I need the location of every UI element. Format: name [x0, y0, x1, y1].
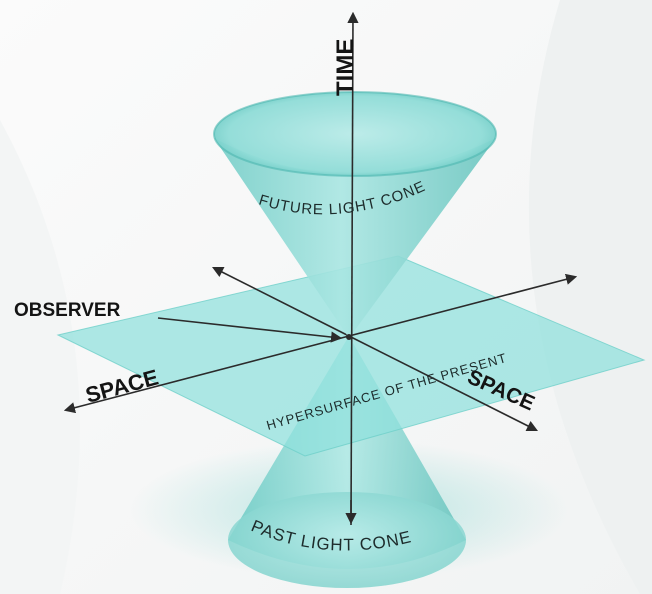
future-cone-body: [214, 138, 496, 338]
time-axis: [347, 11, 359, 526]
future-cone-rim-edge: [213, 91, 497, 177]
observer-pointer: [157, 317, 343, 343]
time-label: TIME: [332, 39, 359, 96]
past-cone-base: [228, 492, 466, 588]
space-axis-x: [63, 335, 350, 414]
hypersurface-plane-edge: [56, 255, 646, 457]
future-cone-rim: [214, 92, 496, 176]
past-light-cone: [228, 336, 466, 588]
observer-label: OBSERVER: [14, 300, 121, 321]
background-swoosh: [528, 0, 652, 594]
space-axis-y: [348, 335, 539, 432]
observer-point: [346, 334, 352, 340]
space-axis-y-negative: [211, 266, 350, 337]
space-axis-x-positive: [348, 273, 578, 337]
future-light-cone: [213, 91, 497, 338]
background-swoosh-2: [0, 120, 80, 594]
